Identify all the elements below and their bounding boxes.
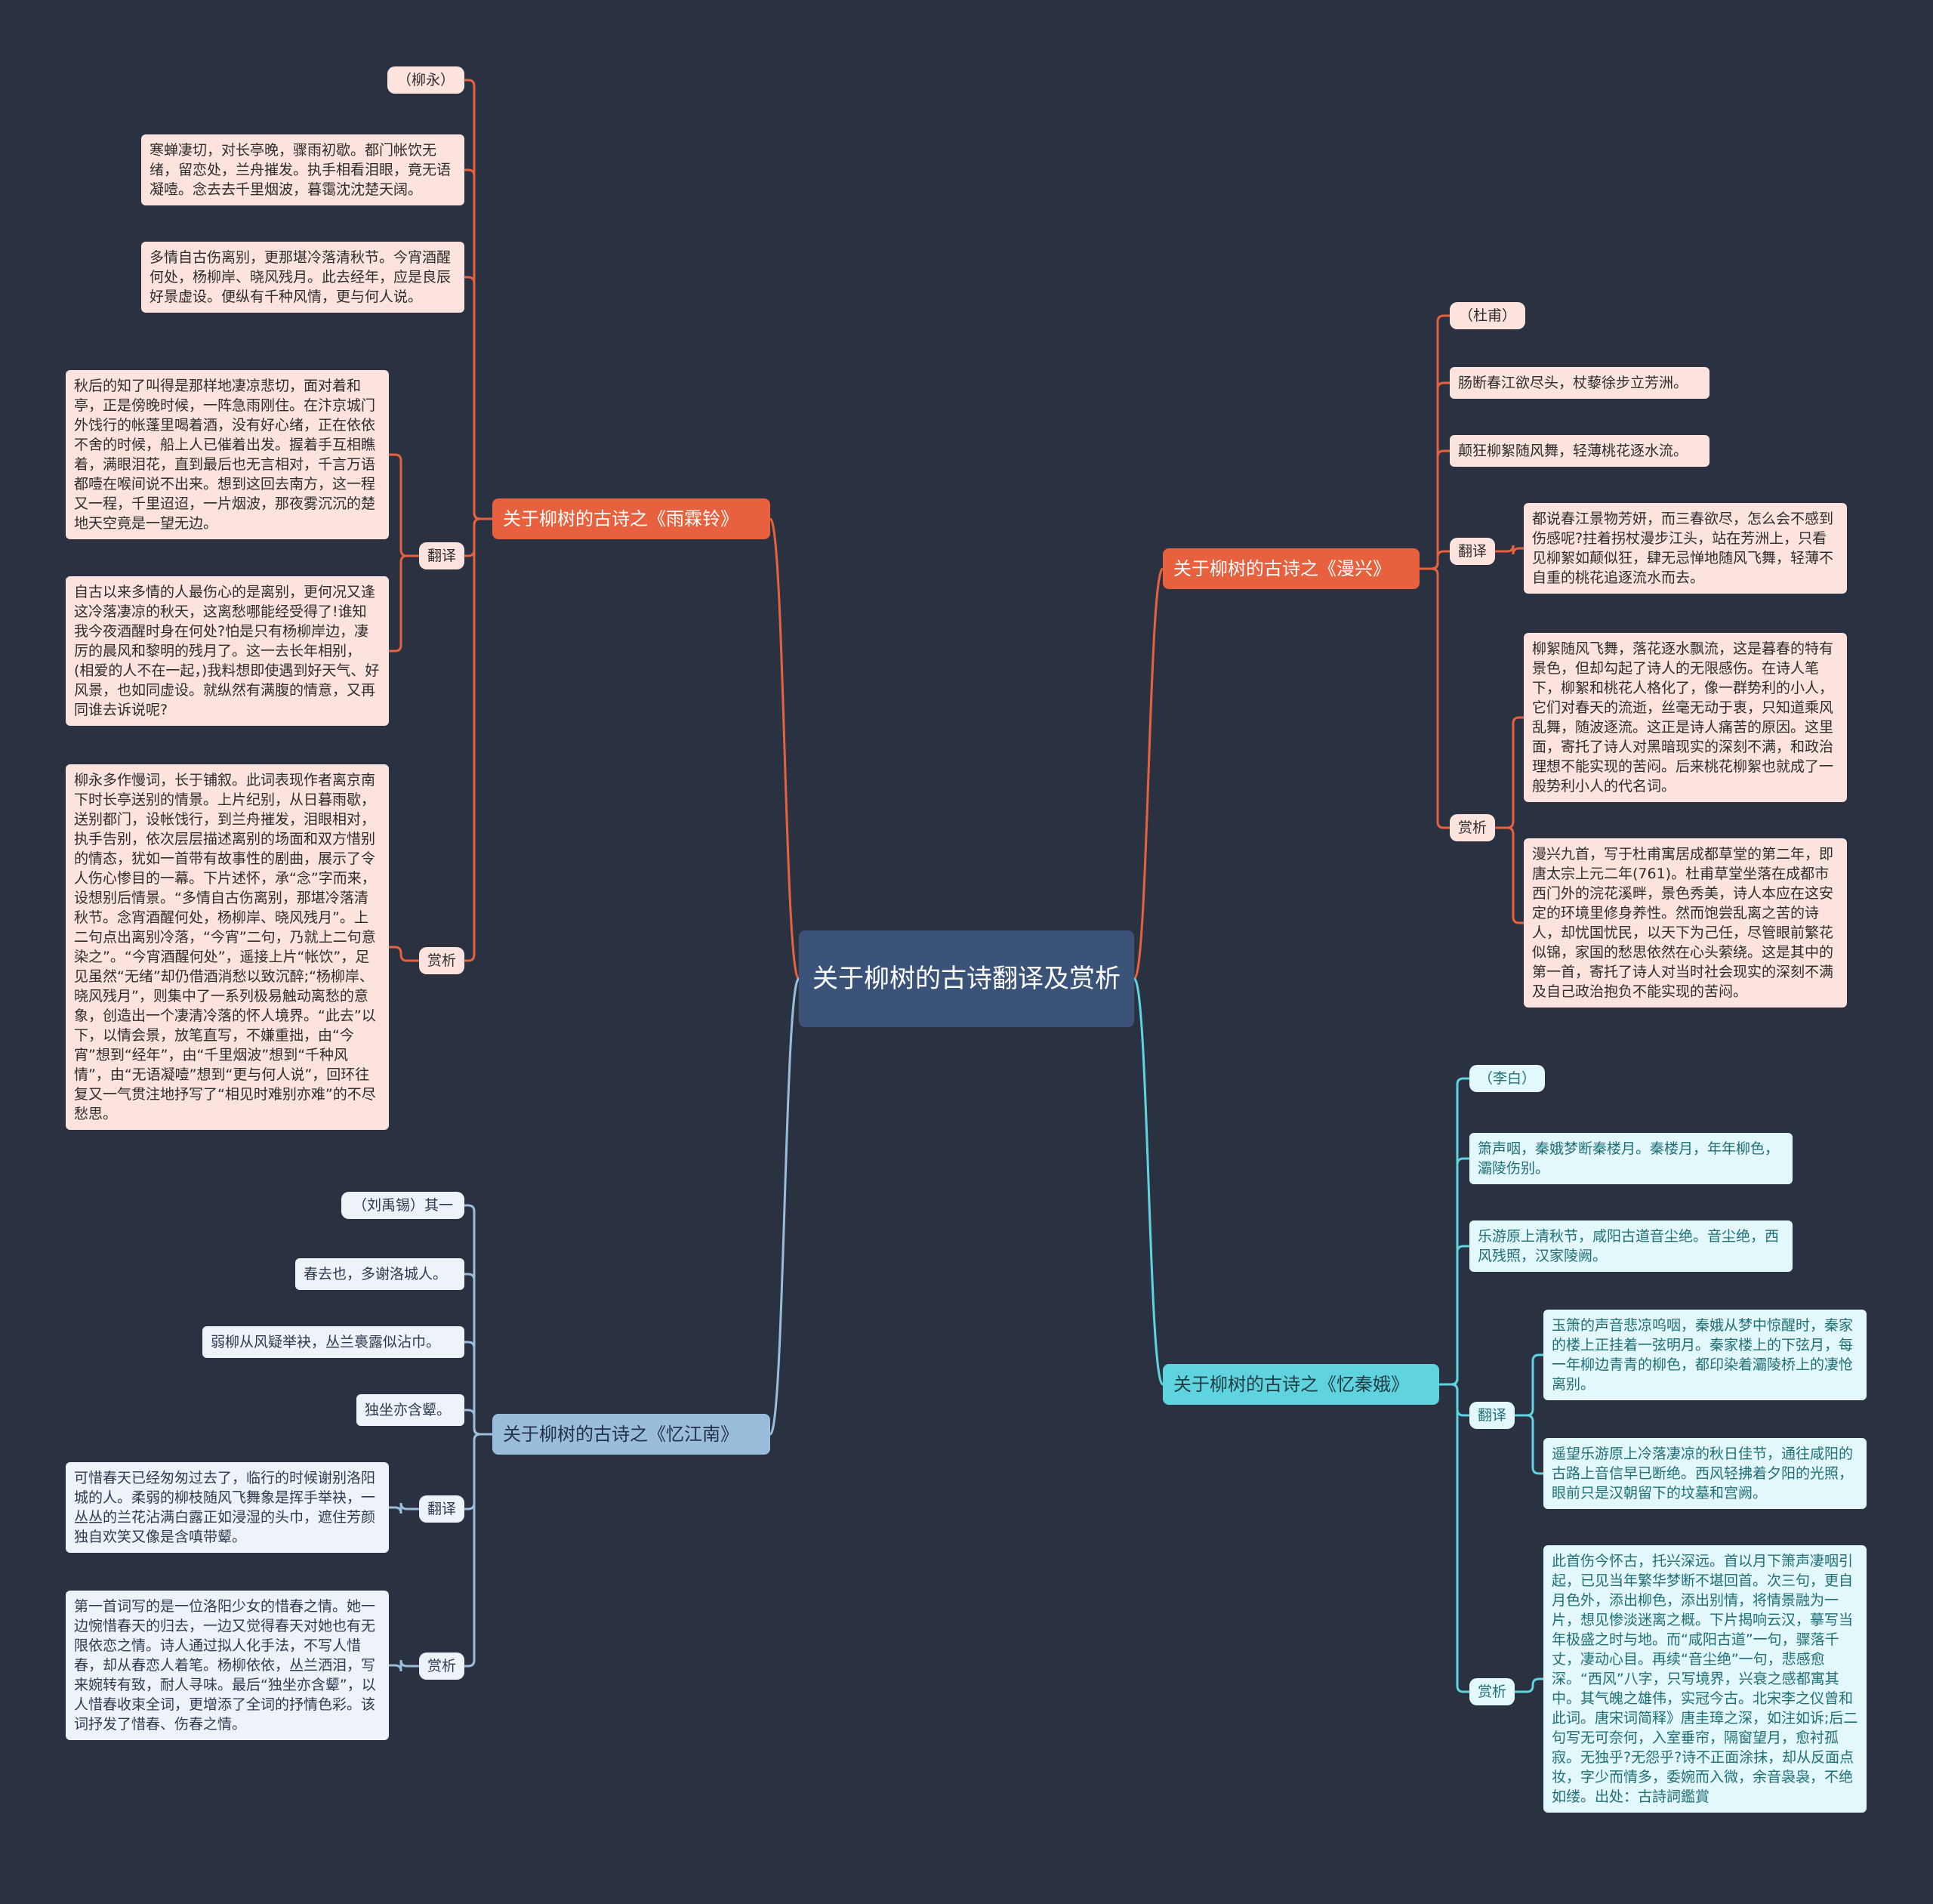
connector-line (769, 517, 800, 980)
poem-line[interactable]: 肠断春江欲尽头，杖藜徐步立芳洲。 (1450, 367, 1709, 399)
poem-line[interactable]: 弱柳从风疑举袂，丛兰裛露似沾巾。 (202, 1326, 464, 1358)
connector-line (1515, 1677, 1543, 1693)
translation-text[interactable]: 玉箫的声音悲凉呜咽，秦娥从梦中惊醒时，秦家的楼上正挂着一弦明月。秦家楼上的下弦月… (1543, 1310, 1867, 1400)
connector-line (1439, 1157, 1469, 1386)
translation-tag[interactable]: 翻译 (419, 542, 464, 569)
connector-line (464, 1204, 492, 1436)
appreciation-text[interactable]: 漫兴九首，写于杜甫寓居成都草堂的第二年，即唐太宗上元二年(761)。杜甫草堂坐落… (1524, 838, 1847, 1008)
poem-line[interactable]: 独坐亦含颦。 (356, 1394, 464, 1426)
connector-line (464, 1409, 492, 1436)
connector-line (1495, 826, 1524, 924)
poem-line[interactable]: 乐游原上清秋节，咸阳古道音尘绝。音尘绝，西风残照，汉家陵阙。 (1469, 1220, 1793, 1272)
connector-line (1439, 1077, 1469, 1386)
connector-line (1439, 1383, 1469, 1417)
connector-line (1420, 550, 1450, 570)
translation-text[interactable]: 自古以来多情的人最伤心的是离别，更何况又逢这冷落凄凉的秋天，这离愁哪能经受得了!… (66, 576, 389, 726)
connector-line (1420, 567, 1450, 829)
connector-line (464, 79, 492, 520)
translation-text[interactable]: 遥望乐游原上冷落凄凉的秋日佳节，通往咸阳的古路上音信早已断绝。西风轻拂着夕阳的光… (1543, 1438, 1867, 1509)
translation-tag[interactable]: 翻译 (1450, 538, 1495, 565)
appreciation-text[interactable]: 第一首词写的是一位洛阳少女的惜春之情。她一边惋惜春天的归去，一边又觉得春天对她也… (66, 1591, 389, 1740)
branch-yulinling[interactable]: 关于柳树的古诗之《雨霖铃》 (492, 498, 770, 539)
appreciation-tag[interactable]: 赏析 (1469, 1678, 1515, 1705)
poem-line[interactable]: 寒蝉凄切，对长亭晚，骤雨初歇。都门帐饮无绪，留恋处，兰舟摧发。执手相看泪眼，竟无… (141, 134, 464, 205)
translation-tag[interactable]: 翻译 (419, 1495, 464, 1523)
poem-line[interactable]: 春去也，多谢洛城人。 (295, 1258, 464, 1290)
connector-line (464, 1433, 492, 1511)
branch-manxing[interactable]: 关于柳树的古诗之《漫兴》 (1163, 548, 1420, 589)
author-tag[interactable]: （刘禹锡）其一 (341, 1192, 464, 1219)
appreciation-text[interactable]: 此首伤今怀古，托兴深远。首以月下箫声凄咽引起，已见当年繁华梦断不堪回首。次三句，… (1543, 1545, 1867, 1813)
connector-line (389, 1502, 419, 1514)
central-topic[interactable]: 关于柳树的古诗翻译及赏析 (799, 930, 1134, 1027)
author-tag[interactable]: （柳永） (387, 66, 464, 94)
connector-line (464, 517, 492, 962)
poem-line[interactable]: 箫声咽，秦娥梦断秦楼月。秦楼月，年年柳色，灞陵伤别。 (1469, 1133, 1793, 1184)
connector-line (1495, 545, 1524, 555)
connector-line (1515, 1353, 1543, 1417)
appreciation-text[interactable]: 柳永多作慢词，长于铺叙。此词表现作者离京南下时长亭送别的情景。上片纪别，从日暮雨… (66, 764, 389, 1130)
connector-line (1515, 1414, 1543, 1475)
connector-line (1133, 567, 1164, 980)
author-tag[interactable]: （李白） (1469, 1065, 1545, 1092)
poem-line[interactable]: 颠狂柳絮随风舞，轻薄桃花逐水流。 (1450, 435, 1709, 467)
appreciation-tag[interactable]: 赏析 (1450, 814, 1495, 841)
connector-line (389, 946, 419, 962)
branch-yiqine[interactable]: 关于柳树的古诗之《忆秦娥》 (1163, 1364, 1439, 1405)
translation-text[interactable]: 都说春江景物芳妍，而三春欲尽，怎么会不感到伤感呢?拄着拐杖漫步江头，站在芳洲上，… (1524, 503, 1847, 594)
connector-line (1420, 381, 1450, 570)
connector-line (1495, 716, 1524, 829)
connector-line (464, 1341, 492, 1436)
translation-text[interactable]: 秋后的知了叫得是那样地凄凉悲切，面对着和亭，正是傍晚时候，一阵急雨刚住。在汴京城… (66, 370, 389, 539)
connector-line (389, 554, 419, 653)
branch-yijiangnan[interactable]: 关于柳树的古诗之《忆江南》 (492, 1414, 770, 1455)
connector-line (389, 453, 419, 557)
connector-line (769, 977, 800, 1436)
connector-line (1439, 1383, 1469, 1693)
connector-line (464, 276, 492, 520)
connector-line (389, 1659, 419, 1672)
translation-text[interactable]: 可惜春天已经匆匆过去了，临行的时候谢别洛阳城的人。柔弱的柳枝随风飞舞象是挥手举袂… (66, 1462, 389, 1553)
connector-line (464, 517, 492, 557)
connector-line (1420, 314, 1450, 570)
connector-line (1133, 977, 1164, 1386)
appreciation-tag[interactable]: 赏析 (419, 1652, 464, 1680)
translation-tag[interactable]: 翻译 (1469, 1402, 1515, 1429)
connector-line (464, 168, 492, 520)
connector-line (1439, 1245, 1469, 1386)
poem-line[interactable]: 多情自古伤离别，更那堪冷落清秋节。今宵酒醒何处，杨柳岸、晓风残月。此去经年，应是… (141, 242, 464, 313)
appreciation-tag[interactable]: 赏析 (419, 947, 464, 974)
appreciation-text[interactable]: 柳絮随风飞舞，落花逐水飘流，这是暮春的特有景色，但却勾起了诗人的无限感伤。在诗人… (1524, 633, 1847, 802)
connector-line (464, 1433, 492, 1668)
author-tag[interactable]: （杜甫） (1450, 302, 1525, 329)
